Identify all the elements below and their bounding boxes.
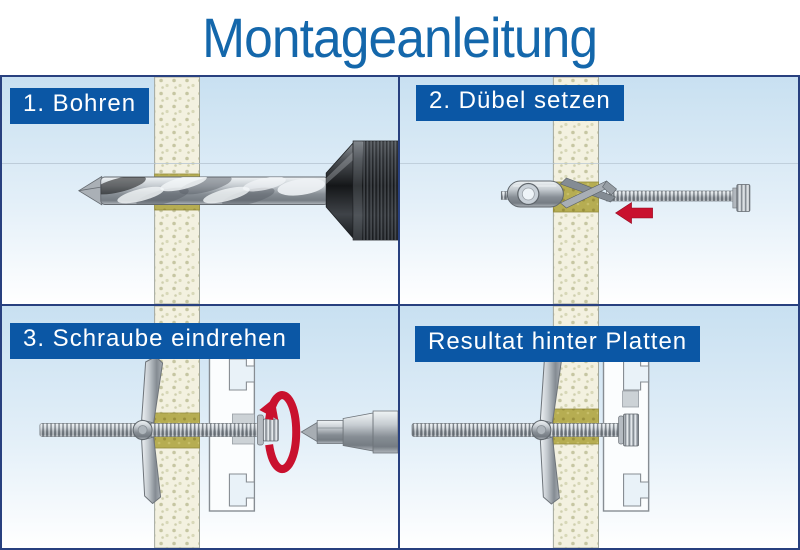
panel-grid: 1. Bohren <box>0 75 800 550</box>
panel-step-2-duebel-setzen: 2. Dübel setzen <box>400 77 798 306</box>
drill-bit-graphic <box>78 175 329 206</box>
threaded-rod-graphic <box>411 423 633 437</box>
step-label-1: 1. Bohren <box>10 88 150 124</box>
step-label-2: 2. Dübel setzen <box>416 85 624 121</box>
arrow-left-icon <box>615 202 653 224</box>
result-illustration <box>411 306 650 548</box>
title-bar: Montageanleitung <box>0 0 800 75</box>
panel-step-1-bohren: 1. Bohren <box>2 77 400 306</box>
step-label-3: 3. Schraube eindrehen <box>10 323 300 359</box>
screw-head-graphic <box>618 413 640 447</box>
drill-illustration <box>2 77 398 304</box>
page-title: Montageanleitung <box>202 6 599 69</box>
screwdriver-graphic <box>300 410 398 454</box>
drill-chuck-graphic <box>325 140 398 241</box>
toggle-anchor-folded-graphic <box>506 177 617 209</box>
screw-head-graphic <box>257 414 279 446</box>
toggle-wings-graphic <box>132 356 164 504</box>
panel-result-hinter-platten: Resultat hinter Platten <box>400 306 798 548</box>
rotation-arrow-icon <box>259 391 301 473</box>
screw-head-graphic <box>732 184 751 212</box>
toggle-wings-graphic <box>531 354 562 505</box>
step-label-4: Resultat hinter Platten <box>415 326 701 362</box>
panel-step-3-schraube-eindrehen: 3. Schraube eindrehen <box>2 306 400 548</box>
